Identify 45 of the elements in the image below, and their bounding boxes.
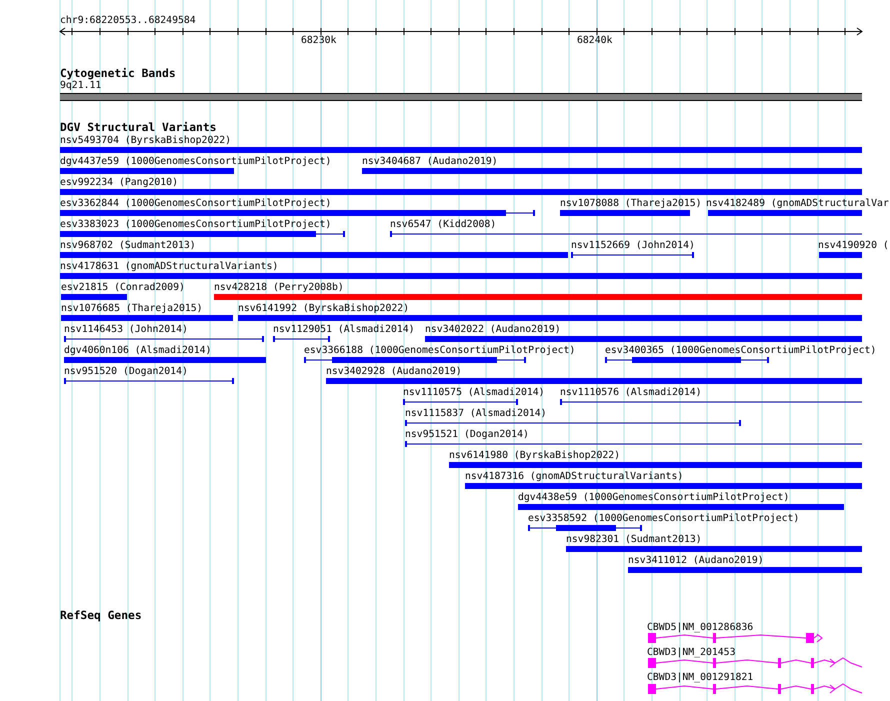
variant-label: nsv982301 (Sudmant2013): [566, 534, 702, 546]
variant-label: nsv1076685 (Thareja2015): [61, 303, 203, 315]
variant-label: esv3366188 (1000GenomesConsortiumPilotProject): [304, 345, 576, 357]
variant-label: esv992234 (Pang2010): [60, 177, 178, 189]
variant-label: nsv968702 (Sudmant2013): [60, 240, 196, 252]
variant-label: nsv4178631 (gnomADStructuralVariants): [60, 261, 278, 273]
variant-label: esv21815 (Conrad2009): [61, 282, 185, 294]
variant-label: nsv3402022 (Audano2019): [425, 324, 561, 336]
variant-label: nsv428218 (Perry2008b): [214, 282, 344, 294]
variant-label: esv3383023 (1000GenomesConsortiumPilotProject): [60, 219, 332, 231]
variant-label: esv3362844 (1000GenomesConsortiumPilotProject): [60, 198, 332, 210]
variant-label: nsv3404687 (Audano2019): [362, 156, 498, 168]
variant-label: nsv3402928 (Audano2019): [326, 366, 462, 378]
variant-label: nsv1110575 (Alsmadi2014): [403, 387, 545, 399]
variant-label: nsv6141992 (ByrskaBishop2022): [238, 303, 410, 315]
gene-label: CBWD3|NM_001291821: [647, 672, 754, 684]
variant-label: nsv1078088 (Thareja2015): [560, 198, 702, 210]
variant-label: nsv4182489 (gnomADStructuralVar: [706, 198, 889, 210]
variant-label: nsv1146453 (John2014): [64, 324, 188, 336]
variant-label: dgv4437e59 (1000GenomesConsortiumPilotProject): [60, 156, 332, 168]
variant-label: dgv4060n106 (Alsmadi2014): [64, 345, 212, 357]
variant-label: nsv6141980 (ByrskaBishop2022): [449, 450, 620, 462]
variant-label: nsv951521 (Dogan2014): [405, 429, 529, 441]
variant-label: nsv3411012 (Audano2019): [628, 555, 764, 567]
track-title: RefSeq Genes: [60, 610, 142, 622]
variant-label: esv3358592 (1000GenomesConsortiumPilotProject): [528, 513, 800, 525]
variant-label: nsv1110576 (Alsmadi2014): [560, 387, 702, 399]
track-title: DGV Structural Variants: [60, 122, 216, 134]
band-label: 9q21.11: [60, 80, 102, 92]
scale-label: 68230k: [301, 35, 336, 47]
variant-label: nsv4187316 (gnomADStructuralVariants): [465, 471, 684, 483]
variant-label: nsv6547 (Kidd2008): [390, 219, 496, 231]
variant-label: nsv4190920 (: [818, 240, 889, 252]
variant-label: nsv1115837 (Alsmadi2014): [405, 408, 547, 420]
gene-label: CBWD3|NM_201453: [647, 647, 736, 659]
coordinate-label: chr9:68220553..68249584: [60, 15, 196, 27]
scale-label: 68240k: [577, 35, 612, 47]
track-title: Cytogenetic Bands: [60, 68, 176, 80]
variant-label: nsv1129051 (Alsmadi2014): [273, 324, 415, 336]
gene-label: CBWD5|NM_001286836: [647, 622, 754, 634]
variant-label: dgv4438e59 (1000GenomesConsortiumPilotProject): [518, 492, 790, 504]
variant-label: nsv5493704 (ByrskaBishop2022): [60, 135, 232, 147]
variant-label: nsv1152669 (John2014): [571, 240, 695, 252]
variant-label: esv3400365 (1000GenomesConsortiumPilotProject): [605, 345, 876, 357]
variant-label: nsv951520 (Dogan2014): [64, 366, 188, 378]
